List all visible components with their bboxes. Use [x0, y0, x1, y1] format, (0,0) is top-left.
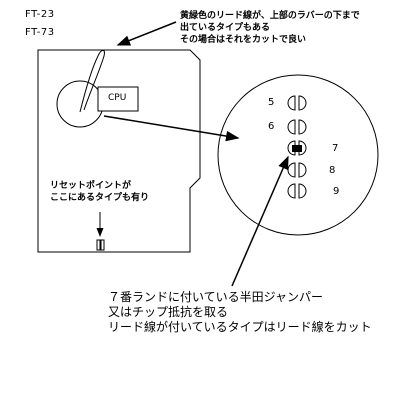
- land-8: [287, 162, 307, 178]
- land-9: [287, 183, 307, 199]
- lead-wire-note: 黄緑色のリード線が、上部のラバーの下まで 出ているタイプもある その場合はそれを…: [180, 10, 360, 46]
- lead-wire-note-line: 出ているタイプもある: [180, 23, 271, 33]
- reset-point-note: リセットポイントが ここにあるタイプも有り: [50, 180, 149, 204]
- lead-wire-arrow: [116, 21, 177, 46]
- cpu-label: CPU: [108, 93, 127, 103]
- land-5: [287, 95, 307, 111]
- land-number-6: 6: [268, 121, 275, 132]
- pcb-outline: [37, 49, 201, 253]
- reset-point-pad-right: [100, 239, 105, 251]
- land-zoom-circle: [217, 74, 379, 236]
- cpu-chip: [97, 86, 139, 112]
- cpu-to-lands-arrow: [103, 115, 240, 142]
- jumper-note: ７番ランドに付いている半田ジャンパー 又はチップ抵抗を取る リード線が付いている…: [108, 290, 372, 335]
- reset-point-note-line: ここにあるタイプも有り: [50, 193, 150, 203]
- reset-point-pad-left: [96, 239, 101, 251]
- cpu-detail-circle: [56, 80, 104, 128]
- reset-point-note-line: リセットポイントが: [50, 181, 132, 191]
- jumper-note-line: リード線が付いているタイプはリード線をカット: [108, 320, 372, 334]
- model-ft23: FT-23: [25, 9, 55, 20]
- lead-wire: [79, 49, 105, 113]
- land-6: [287, 119, 307, 135]
- land-number-7: 7: [332, 143, 339, 154]
- model-ft73: FT-73: [25, 27, 55, 38]
- lead-wire-note-line: 黄緑色のリード線が、上部のラバーの下まで: [180, 11, 360, 21]
- land-7: [287, 140, 307, 156]
- jumper-note-line: 又はチップ抵抗を取る: [108, 305, 229, 319]
- land-number-8: 8: [329, 165, 336, 176]
- jumper-arrow: [231, 155, 289, 287]
- jumper-note-line: ７番ランドに付いている半田ジャンパー: [108, 290, 324, 304]
- land-number-9: 9: [333, 186, 340, 197]
- land-number-5: 5: [268, 97, 275, 108]
- lead-wire-note-line: その場合はそれをカットで良い: [180, 35, 307, 45]
- solder-jumper: [292, 145, 302, 152]
